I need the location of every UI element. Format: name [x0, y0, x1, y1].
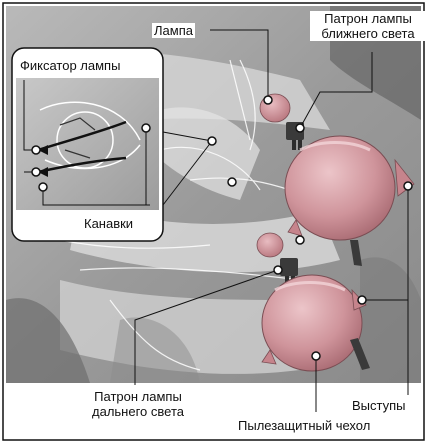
high-beam-socket-label: Патрон лампы дальнего света [80, 389, 196, 419]
lamp-retainer-inset [12, 48, 163, 241]
grooves-label: Канавки [84, 216, 133, 231]
lamp-label: Лампа [152, 23, 195, 38]
low-beam-socket-label: Патрон лампы ближнего света [310, 11, 426, 41]
dust-cover-label: Пылезащитный чехол [236, 418, 372, 433]
high-beam-socket-label-line2: дальнего света [82, 404, 194, 419]
low-beam-socket-label-line2: ближнего света [312, 26, 424, 41]
tabs-label: Выступы [350, 398, 408, 413]
lamp-retainer-label: Фиксатор лампы [20, 58, 120, 73]
low-beam-socket-label-line1: Патрон лампы [312, 11, 424, 26]
high-beam-socket-label-line1: Патрон лампы [82, 389, 194, 404]
